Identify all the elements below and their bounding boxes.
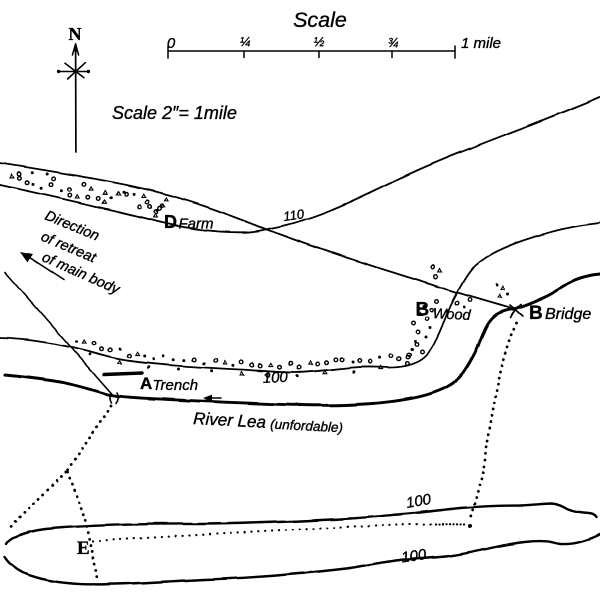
- svg-text:Scale: Scale: [293, 8, 347, 32]
- svg-text:100: 100: [405, 491, 433, 512]
- svg-text:Scale 2″= 1mile: Scale 2″= 1mile: [112, 103, 237, 123]
- svg-text:½: ½: [314, 34, 325, 49]
- svg-text:110: 110: [282, 206, 305, 224]
- svg-text:1 mile: 1 mile: [461, 35, 501, 52]
- svg-text:B: B: [529, 303, 543, 324]
- svg-text:River Lea: River Lea: [193, 409, 267, 432]
- svg-text:E: E: [77, 538, 90, 559]
- svg-text:Wood: Wood: [432, 306, 472, 324]
- svg-text:D: D: [164, 212, 177, 232]
- svg-text:Farm: Farm: [179, 216, 214, 233]
- svg-text:¼: ¼: [240, 34, 251, 49]
- svg-text:Bridge: Bridge: [545, 306, 591, 323]
- svg-text:100: 100: [262, 369, 289, 387]
- svg-text:0: 0: [167, 35, 176, 52]
- svg-text:Trench: Trench: [153, 377, 199, 394]
- svg-text:B: B: [416, 300, 430, 321]
- svg-text:N: N: [69, 24, 82, 44]
- svg-text:A: A: [140, 374, 152, 393]
- svg-text:(unfordable): (unfordable): [270, 417, 343, 436]
- svg-text:¾: ¾: [388, 35, 399, 50]
- svg-text:100: 100: [400, 546, 428, 566]
